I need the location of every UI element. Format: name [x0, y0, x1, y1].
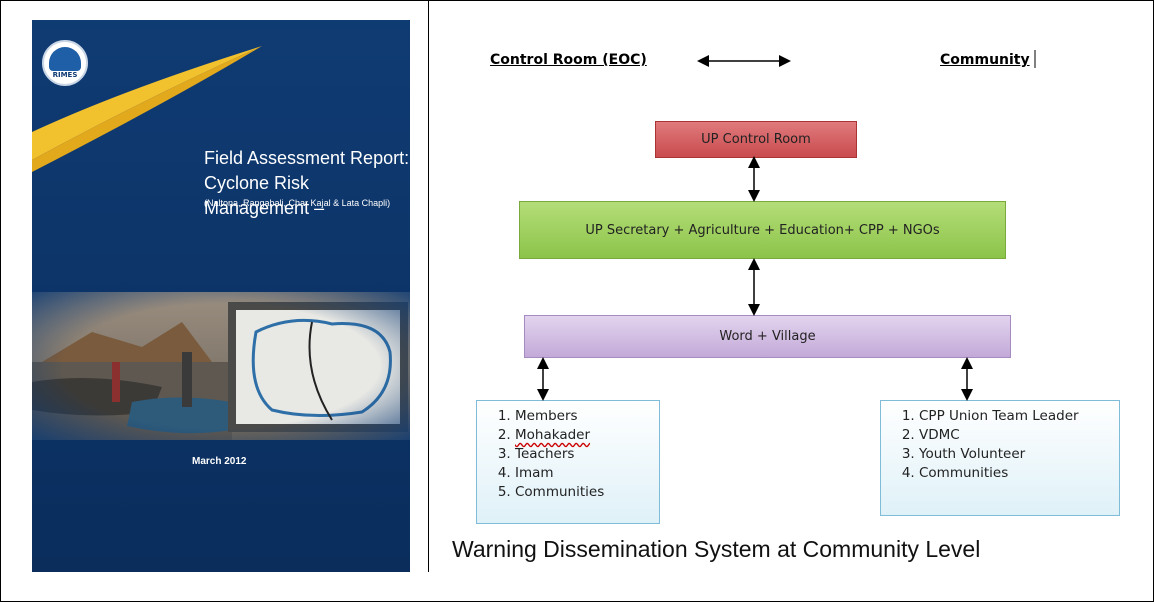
table-divider	[428, 0, 429, 572]
list-item: Youth Volunteer	[919, 445, 1111, 464]
cover-swoosh	[32, 46, 262, 172]
list-item: Teachers	[515, 445, 651, 464]
left-community-list: Members Mohakader Teachers Imam Communit…	[476, 400, 660, 524]
list-item: CPP Union Team Leader	[919, 407, 1111, 426]
control-room-header: Control Room (EOC)	[490, 52, 647, 68]
list-item: Members	[515, 407, 651, 426]
cover-photo	[32, 292, 410, 440]
up-secretary-box: UP Secretary + Agriculture + Education+ …	[519, 201, 1006, 259]
cover-subtitle: (Naltona, Rangabali, Char Kajal & Lata C…	[204, 198, 391, 208]
list-item: Imam	[515, 464, 651, 483]
community-header: Community	[940, 52, 1030, 68]
diagram-arrows	[537, 50, 1036, 401]
cover-title: Field Assessment Report: Cyclone Risk Ma…	[204, 148, 410, 218]
report-cover: RIMES Field Assessment Report: Cyclone R…	[32, 20, 410, 572]
list-item: Communities	[919, 464, 1111, 483]
figure-caption: Warning Dissemination System at Communit…	[452, 536, 981, 562]
right-community-list: CPP Union Team Leader VDMC Youth Volunte…	[880, 400, 1120, 516]
list-item: Mohakader	[515, 426, 651, 445]
list-item: Communities	[515, 483, 651, 502]
list-item: VDMC	[919, 426, 1111, 445]
cover-date: March 2012	[192, 456, 247, 467]
rimes-logo: RIMES	[42, 40, 88, 86]
word-village-box: Word + Village	[524, 315, 1011, 358]
up-control-room-box: UP Control Room	[655, 121, 857, 158]
